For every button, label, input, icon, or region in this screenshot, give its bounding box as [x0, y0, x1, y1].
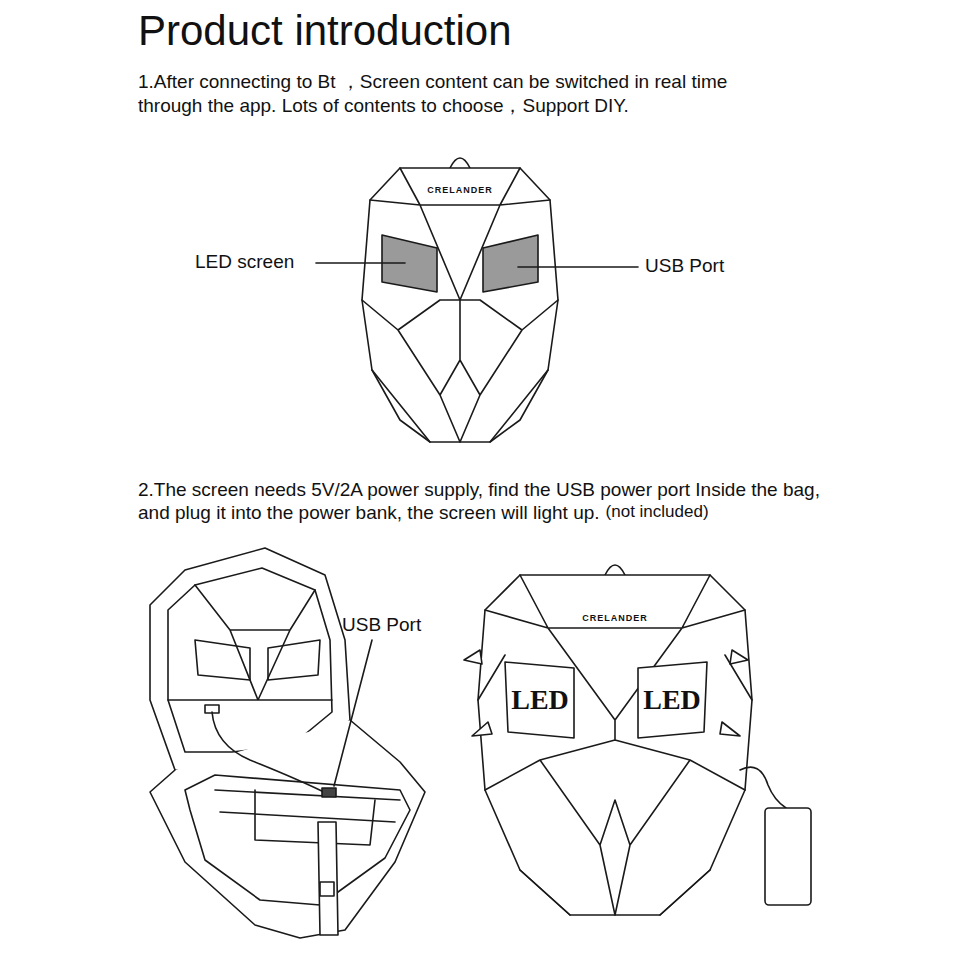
instruction-text: 1.After connecting to Bt ，Screen content… [138, 71, 727, 116]
usb-cable [212, 712, 330, 795]
instruction-text-box: 1.After connecting to Bt ，Screen content… [138, 70, 768, 118]
light-ray [472, 722, 492, 736]
bag-body [150, 720, 425, 938]
callout-label-box: LED screen [195, 251, 294, 274]
brand-logo: CRELANDER [427, 185, 493, 195]
logo-patch [320, 882, 334, 896]
facet-lines [478, 575, 752, 915]
screen-text: LED [643, 684, 701, 715]
light-ray [720, 722, 740, 736]
brand-logo-box: CRELANDER [565, 613, 665, 624]
led-screen [483, 235, 538, 292]
lid-facets [168, 585, 332, 700]
callout-label-box: USB Port [342, 614, 421, 637]
handle-loop [450, 158, 470, 168]
instruction-text: 2.The screen needs 5V/2A power supply, f… [138, 479, 820, 523]
pocket [255, 790, 375, 845]
page-title: Product introduction [138, 6, 512, 56]
screen-text: LED [511, 684, 569, 715]
screen-text-box: LED [639, 683, 705, 717]
instruction-text-box: 2.The screen needs 5V/2A power supply, f… [138, 478, 823, 524]
power-bank [765, 808, 811, 905]
lid-inner [168, 568, 332, 752]
brand-logo-box: CRELANDER [410, 185, 510, 196]
compartment [185, 775, 410, 905]
note-text-box: (not included) [606, 502, 709, 522]
zipper [215, 790, 400, 822]
callout-label-box: USB Port [645, 255, 724, 278]
callout-label: USB Port [342, 614, 421, 635]
callout-label: LED screen [195, 251, 294, 272]
usb-plug [205, 705, 219, 713]
light-ray [464, 650, 482, 664]
led-screen [638, 662, 707, 738]
screen-text-box: LED [507, 683, 573, 717]
strap [318, 822, 338, 935]
usb-port [322, 788, 336, 797]
backpack-shell [362, 168, 558, 442]
callout-label: USB Port [645, 255, 724, 276]
led-screen [505, 662, 574, 738]
light-ray [730, 650, 748, 664]
leader-line [334, 640, 372, 786]
brand-logo: CRELANDER [582, 613, 648, 623]
handle-loop [605, 565, 625, 575]
backpack-shell [478, 575, 752, 915]
leader-line [316, 262, 405, 264]
power-cable [740, 767, 786, 808]
note-text: (not included) [606, 502, 709, 521]
leader-line [518, 266, 638, 268]
facet-lines [362, 168, 558, 442]
